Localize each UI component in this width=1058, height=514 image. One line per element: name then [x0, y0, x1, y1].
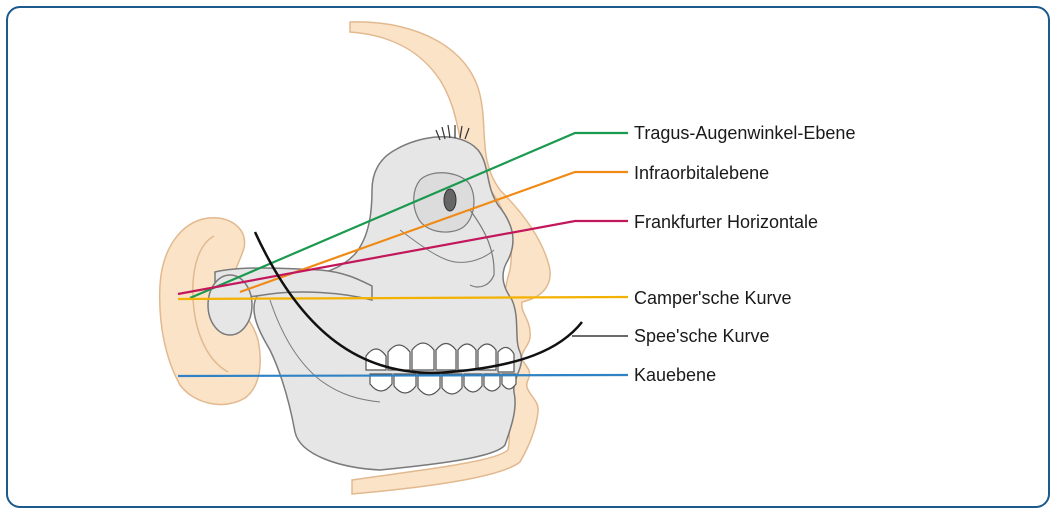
label-spee: Spee'sche Kurve	[634, 326, 770, 346]
label-camper: Camper'sche Kurve	[634, 288, 792, 308]
kau-line	[178, 375, 628, 376]
eye	[444, 189, 456, 211]
skull	[254, 137, 522, 470]
label-infraorbital: Infraorbitalebene	[634, 163, 769, 183]
label-frankfurt: Frankfurter Horizontale	[634, 212, 818, 232]
label-kau: Kauebene	[634, 365, 716, 385]
label-tragus-augenwinkel: Tragus-Augenwinkel-Ebene	[634, 123, 855, 143]
